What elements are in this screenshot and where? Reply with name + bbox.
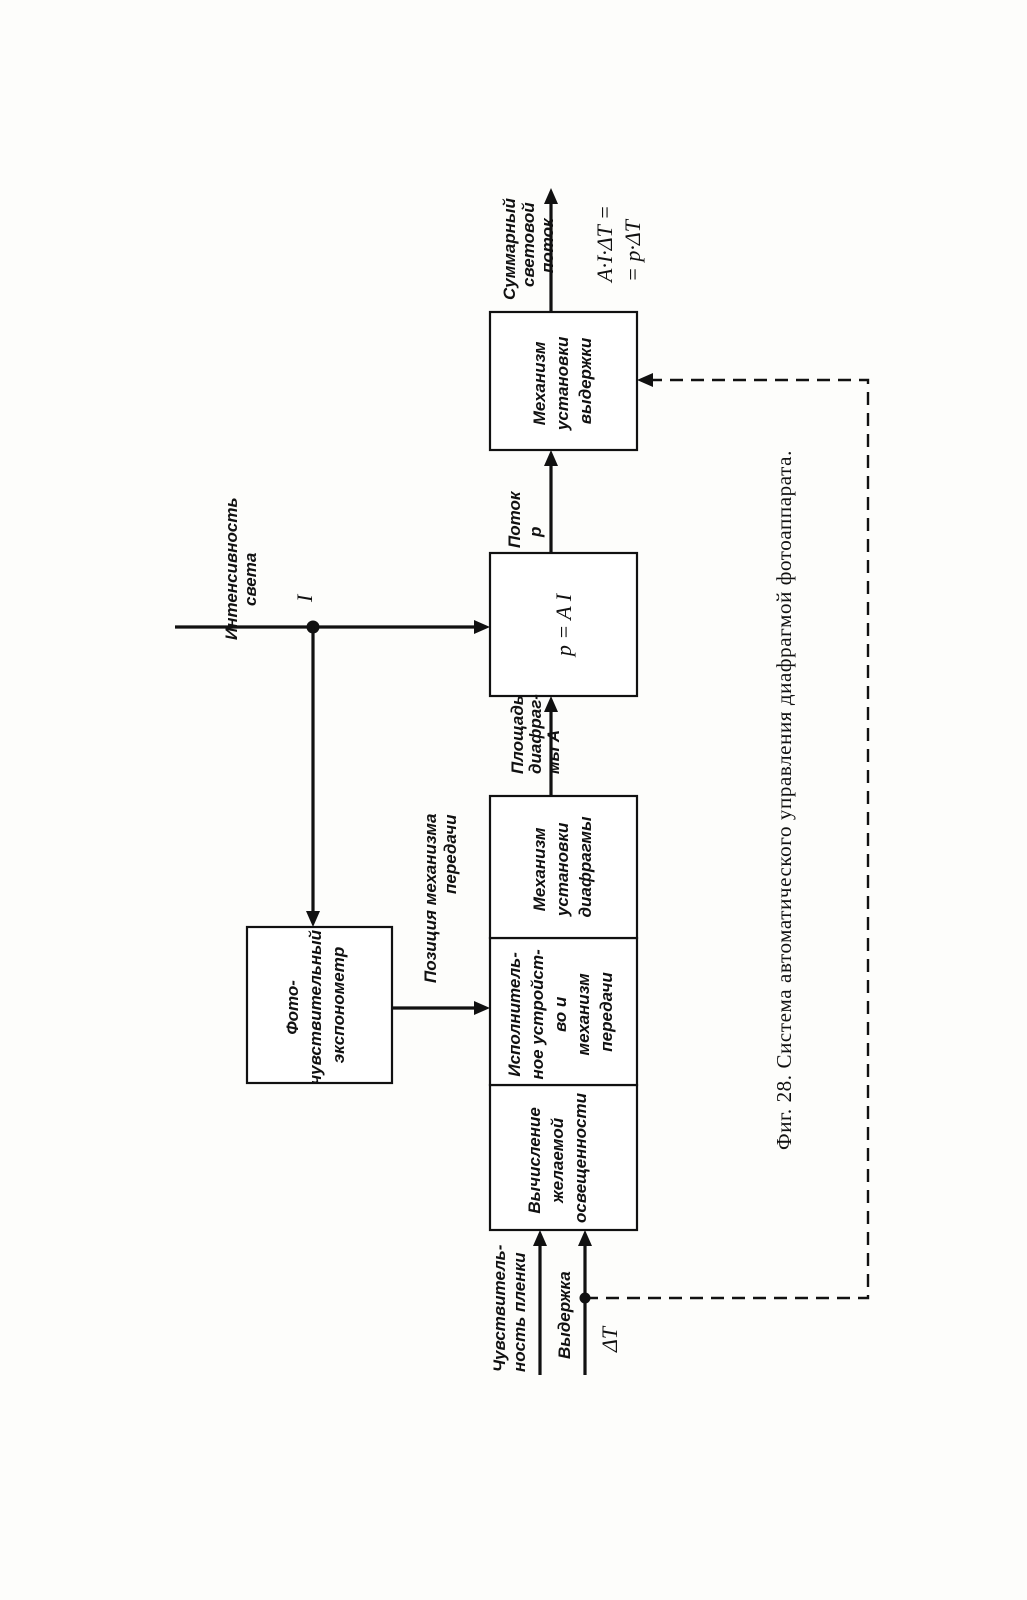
flux-arrowhead [544,450,558,466]
block-photometer [245,925,394,1085]
label-exposure-time: Выдержка [555,1271,574,1359]
label-aperture-area: Площадь диафраг- мы A [508,689,563,774]
label-flux: Поток p [505,487,545,548]
film-sensitivity-arrowhead [533,1230,547,1246]
label-delta-t: ΔT [597,1325,622,1353]
block-multiplier-text: p = A I [551,592,576,658]
block-aperture-text: Механизм установки диафрагмы [530,816,595,917]
label-film-sensitivity: Чувствитель- ность пленки [490,1240,529,1372]
gear-position-arrowhead [474,1001,490,1015]
label-intensity-symbol: I [292,593,317,603]
figure-caption: Фиг. 28. Система автоматического управле… [772,450,796,1150]
block-aperture-mechanism [488,794,639,940]
block-shutter-text: Механизм установки выдержки [530,332,595,431]
light-intensity-arrowhead [474,620,490,634]
intensity-to-photometer-arrowhead [306,911,320,927]
label-total-flux: Суммарный световой поток [500,193,557,300]
exposure-feedback-dashed-line [585,378,870,1300]
block-photometer-text: Фото- чувствительный экспонометр [283,925,348,1085]
label-light-intensity: Интенсивность света [222,493,260,640]
label-gear-position: Позиция механизма передачи [421,809,460,983]
label-formula: A·I·ΔT = = p·ΔT [592,200,645,284]
block-multiplier [488,551,639,698]
exposure-time-arrowhead [578,1230,592,1246]
block-shutter-mechanism [488,310,639,452]
block-actuator-text: Исполнитель- ное устройст- во и механизм… [505,945,616,1080]
aperture-area-arrowhead [544,696,558,712]
total-flux-arrowhead [544,188,558,204]
exposure-feedback-arrowhead [637,373,653,387]
block-calc-text: Вычисление желаемой освещенности [525,1092,590,1223]
